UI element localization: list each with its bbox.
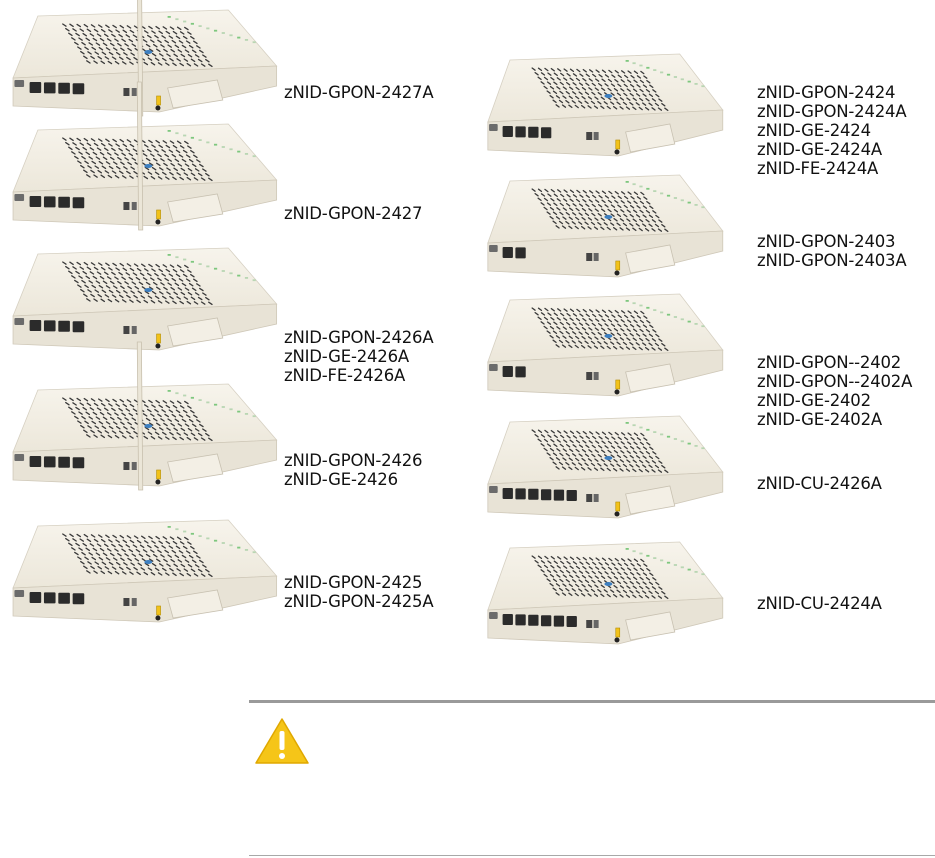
device-image — [2, 341, 278, 494]
model-name: zNID-GPON-2425 — [284, 573, 423, 592]
device-graphic — [487, 174, 724, 278]
model-name: zNID-GE-2426 — [284, 470, 398, 489]
model-name: zNID-GPON-2427A — [284, 83, 434, 102]
model-name: zNID-GE-2402 — [757, 391, 871, 410]
device-graphic — [12, 247, 278, 351]
model-name: zNID-GPON-2403A — [757, 251, 907, 270]
device-graphic — [487, 541, 724, 645]
model-name: zNID-GPON-2424A — [757, 102, 907, 121]
note-bottom-rule — [249, 855, 935, 856]
device-image — [478, 414, 724, 526]
model-name: zNID-GPON-2425A — [284, 592, 434, 611]
model-name: zNID-CU-2426A — [757, 474, 882, 493]
model-label-group: zNID-GPON-2427A — [284, 83, 434, 102]
device-graphic — [487, 415, 724, 519]
model-name: zNID-GPON-2426A — [284, 328, 434, 347]
device-image — [2, 246, 278, 358]
model-name: zNID-GPON-2426 — [284, 451, 423, 470]
model-name: zNID-FE-2426A — [284, 366, 406, 385]
caution-icon — [254, 717, 310, 765]
model-label-group: zNID-GPON-2427 — [284, 204, 423, 223]
model-name: zNID-GE-2402A — [757, 410, 882, 429]
model-name: zNID-GPON-2403 — [757, 232, 896, 251]
device-image — [478, 173, 724, 285]
device-image — [2, 0, 278, 120]
model-label-group: zNID-CU-2426A — [757, 474, 882, 493]
device-graphic — [12, 519, 278, 623]
device-graphic — [12, 341, 278, 491]
device-graphic — [12, 0, 278, 117]
device-image — [478, 52, 724, 164]
model-name: zNID-GPON-2427 — [284, 204, 423, 223]
model-name: zNID-CU-2424A — [757, 594, 882, 613]
device-graphic — [487, 293, 724, 397]
model-name: zNID-FE-2424A — [757, 159, 879, 178]
model-name: zNID-GE-2426A — [284, 347, 409, 366]
model-name: zNID-GPON--2402A — [757, 372, 913, 391]
device-graphic — [12, 81, 278, 231]
device-image — [478, 540, 724, 652]
model-name: zNID-GE-2424A — [757, 140, 882, 159]
device-graphic — [487, 53, 724, 157]
model-name: zNID-GPON-2424 — [757, 83, 896, 102]
note-top-rule — [249, 700, 935, 703]
model-label-group: zNID-CU-2424A — [757, 594, 882, 613]
device-image — [2, 81, 278, 234]
device-image — [478, 292, 724, 404]
model-name: zNID-GE-2424 — [757, 121, 871, 140]
device-image — [2, 518, 278, 630]
model-name: zNID-GPON--2402 — [757, 353, 902, 372]
